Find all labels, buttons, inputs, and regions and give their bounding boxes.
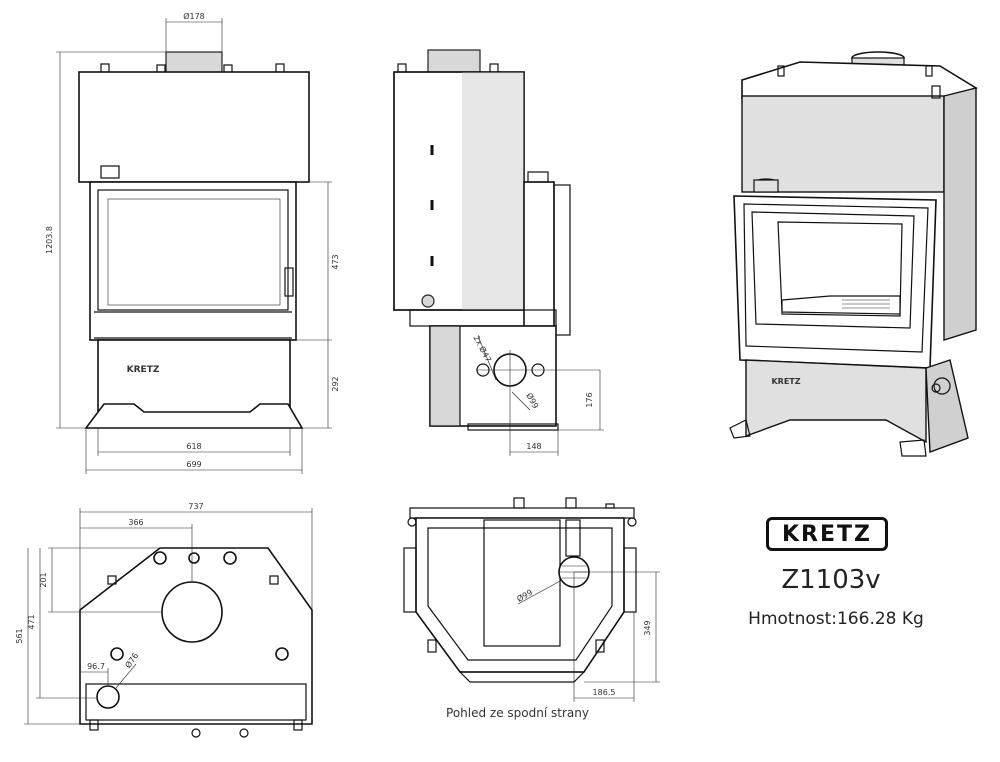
bottom-view-caption: Pohled ze spodní strany — [446, 706, 589, 720]
iso-glass — [751, 211, 915, 329]
front-glass — [107, 198, 281, 306]
front-view: KRETZ Ø178 1203.8 473 292 618 699 — [45, 11, 340, 474]
side-flue-pipe — [427, 49, 481, 73]
dim-bottom-offset: 186.5 — [593, 688, 616, 697]
bottom-view: Ø99 349 186.5 — [403, 497, 660, 702]
dim-flue-depth: 201 — [39, 572, 48, 587]
bottom-inner-plate — [483, 519, 561, 647]
dim-depth-a: 471 — [27, 614, 36, 629]
front-feet — [84, 403, 304, 429]
side-pipe-stub — [421, 294, 435, 308]
iso-hood-front — [741, 95, 945, 193]
iso-hood-top — [741, 61, 978, 99]
model-name: Z1103v — [781, 565, 881, 595]
iso-hood-side — [943, 87, 977, 341]
dim-bottom-depth: 349 — [643, 620, 652, 635]
iso-door-frame — [733, 195, 937, 369]
dim-depth-b: 561 — [15, 628, 24, 643]
bottom-top-rail — [409, 507, 635, 519]
dim-hole-height: 176 — [585, 392, 594, 407]
dim-total-width: 699 — [186, 460, 201, 469]
front-hood — [78, 71, 310, 183]
dim-hole-offset: 148 — [526, 442, 541, 451]
dim-total-height: 1203.8 — [45, 226, 54, 254]
isometric-view: KRETZ — [729, 51, 978, 457]
front-small-pipe — [100, 165, 120, 179]
iso-base — [745, 359, 927, 444]
dim-inner-width: 618 — [186, 442, 201, 451]
side-view: 2x Ø47 Ø99 176 148 — [393, 49, 604, 456]
front-door-outer — [97, 189, 289, 311]
side-door-profile — [523, 181, 555, 341]
front-engraving: KRETZ — [127, 365, 160, 375]
dim-door-height: 473 — [331, 254, 340, 269]
dim-flue-offset: 366 — [128, 518, 143, 527]
weight-label: Hmotnost:166.28 Kg — [748, 609, 924, 629]
dim-base-height: 292 — [331, 376, 340, 391]
front-door-handle — [284, 267, 294, 297]
dim-small-offset: 96.7 — [87, 662, 105, 671]
top-view: 737 366 201 471 561 96.7 Ø76 — [15, 502, 313, 738]
dim-flue-diameter: Ø178 — [183, 11, 205, 21]
top-flue-hole — [161, 581, 223, 643]
iso-engraving: KRETZ — [771, 377, 800, 386]
brand-logo: KRETZ — [766, 517, 888, 551]
dim-top-width: 737 — [188, 502, 203, 511]
front-door-frame — [89, 181, 297, 341]
front-flue-pipe — [165, 51, 223, 75]
top-small-hole — [96, 685, 120, 709]
